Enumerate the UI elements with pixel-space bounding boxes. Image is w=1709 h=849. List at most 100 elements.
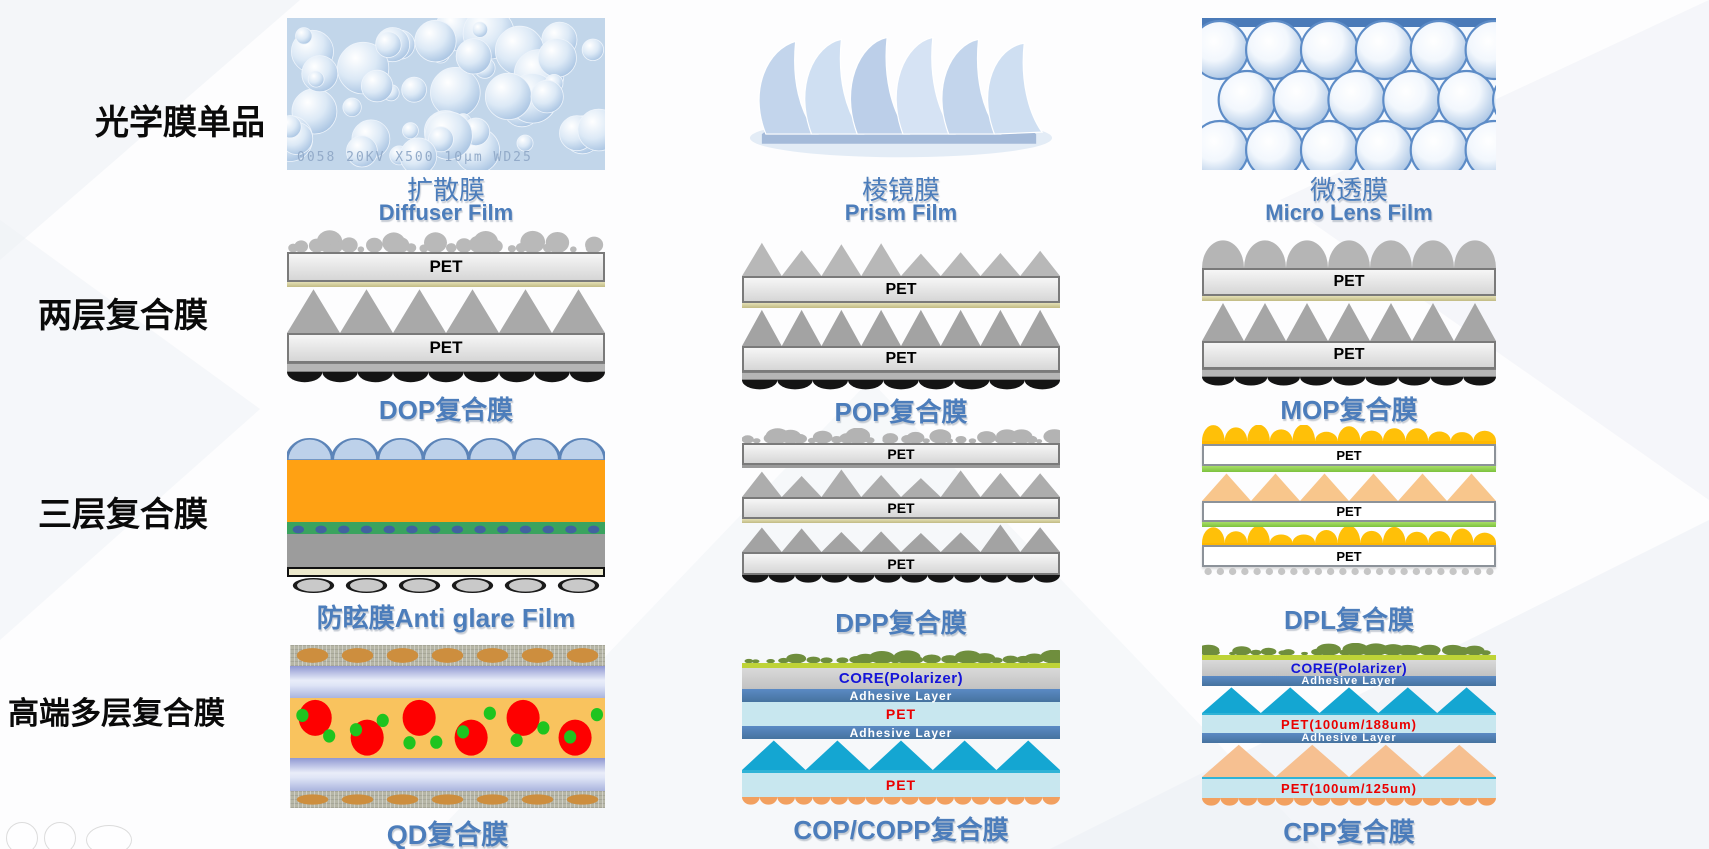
diffuser-beads-layer [288, 230, 604, 252]
prism-ridges-graphic [749, 36, 1053, 158]
row-label-three-layer: 三层复合膜 [38, 496, 208, 534]
anti-blocking-bumps [1202, 377, 1496, 386]
prism-triangles-layer [1202, 744, 1496, 777]
green-adhesive-line [1202, 522, 1496, 527]
prism-triangles-layer [742, 740, 1060, 770]
pet-layer: PET(100um/188um) [1202, 713, 1496, 733]
barrier-dots [296, 648, 599, 663]
sem-spheres-graphic [287, 18, 605, 170]
pet-layer: PET [1202, 501, 1496, 522]
core-polarizer-layer: CORE(Polarizer) [1202, 660, 1496, 676]
pet-layer: PET [742, 552, 1060, 575]
substrate-gray-layer [287, 534, 605, 567]
anti-blocking-bumps [1202, 798, 1496, 806]
prism-triangles-layer [742, 469, 1060, 497]
prism-triangles-layer [742, 309, 1060, 346]
microlens-domes-layer [1202, 240, 1496, 268]
dpl-label: DPL复合膜 [1283, 605, 1414, 635]
prism-cn-caption: 棱镜膜 [861, 176, 940, 206]
pop-film-diagram: PET PET [742, 236, 1060, 391]
prism-triangles-layer [742, 524, 1060, 552]
dpl-film-diagram: PET PET PET [1202, 425, 1496, 576]
coating-strip [1202, 369, 1496, 377]
anti-blocking-bumps [742, 575, 1060, 583]
yellow-base-line [1202, 543, 1496, 545]
presenter-control-icon[interactable] [6, 822, 38, 849]
microlens-image [1202, 18, 1496, 170]
dpp-label: DPP复合膜 [835, 608, 967, 638]
diffuser-sem-image: 0058 20KV X500 10μm WD25 [287, 18, 605, 170]
row-label-single-films: 光学膜单品 [95, 104, 265, 142]
anti-blocking-dots [1204, 567, 1494, 576]
quantum-dots [296, 699, 604, 756]
particle-dots [292, 525, 600, 534]
pet-layer: PET [1202, 545, 1496, 567]
prism-en-caption: Prism Film [844, 200, 958, 225]
presenter-control-icon[interactable] [86, 825, 132, 849]
qd-film-diagram [290, 645, 605, 808]
row-label-multilayer: 高端多层复合膜 [8, 696, 225, 731]
diffuser-beads-layer [742, 428, 1060, 443]
hardcoat-orange-layer [287, 460, 605, 522]
diffuser-cn-caption: 扩散膜 [406, 176, 485, 206]
mop-label: MOP复合膜 [1280, 395, 1418, 425]
microlens-bumps-layer [1202, 425, 1496, 441]
microlens-cn-caption: 微透膜 [1309, 176, 1388, 206]
protective-layer [290, 666, 605, 698]
coating-strip [742, 372, 1060, 380]
adhesive-line [742, 303, 1060, 308]
cop-film-diagram: CORE(Polarizer) Adhesive Layer PET Adhes… [742, 650, 1060, 806]
prism-triangles-layer [1202, 687, 1496, 713]
cpp-film-diagram: CORE(Polarizer) Adhesive Layer PET(100um… [1202, 643, 1496, 807]
diffuser-bumps-layer [1202, 527, 1496, 543]
pet-layer: PET [1202, 444, 1496, 466]
yellow-base-line [1202, 441, 1496, 444]
yellow-green-line [1202, 655, 1496, 660]
pop-label: POP复合膜 [834, 397, 968, 427]
adhesive-layer: Adhesive Layer [742, 726, 1060, 740]
barrier-dots [296, 794, 599, 805]
barrier-film-layer [290, 791, 605, 808]
adhesive-line [287, 282, 605, 287]
prism-triangles-layer [1202, 473, 1496, 501]
cop-label: COP/COPP复合膜 [793, 815, 1009, 845]
pet-layer: PET [287, 252, 605, 282]
prism-triangles-layer [1202, 303, 1496, 341]
row-label-two-layer: 两层复合膜 [38, 297, 208, 335]
barrier-film-layer [290, 645, 605, 666]
dop-film-diagram: PET PET [287, 230, 605, 384]
cpp-label: CPP复合膜 [1283, 817, 1415, 847]
adhesive-line [742, 519, 1060, 523]
adhesive-layer: Adhesive Layer [1202, 675, 1496, 687]
adhesive-layer: Adhesive Layer [742, 689, 1060, 703]
qd-label: QD复合膜 [386, 820, 509, 849]
anti-blocking-bumps [742, 797, 1060, 805]
pet-layer: PET [742, 497, 1060, 519]
microlens-en-caption: Micro Lens Film [1265, 200, 1433, 225]
pet-layer: PET [742, 443, 1060, 465]
mop-film-diagram: PET PET [1202, 238, 1496, 387]
core-polarizer-layer: CORE(Polarizer) [742, 668, 1060, 689]
microlens-graphic [1202, 18, 1496, 170]
pet-layer: PET [742, 276, 1060, 303]
antiglare-film-diagram [287, 437, 605, 594]
coating-strip [287, 363, 605, 372]
yellow-green-line [742, 663, 1060, 668]
pet-layer: PET(100um/125um) [1202, 777, 1496, 798]
anti-blocking-bumps [742, 380, 1060, 390]
quantum-dot-layer [290, 698, 605, 758]
antiglare-domes-layer [287, 438, 605, 460]
antiglare-label: 防眩膜Anti glare Film [316, 603, 576, 633]
green-adhesive-line [1202, 466, 1496, 472]
antiglare-bumps-layer [1202, 643, 1491, 655]
shadow-line [742, 465, 1060, 468]
presenter-control-icon[interactable] [44, 822, 76, 849]
protective-layer [290, 758, 605, 791]
antiglare-bumps-layer [744, 650, 1060, 663]
prism-film-image [742, 20, 1060, 165]
pet-layer: PET [742, 346, 1060, 372]
pet-layer: PET [1202, 341, 1496, 369]
sem-caption: 0058 20KV X500 10μm WD25 [297, 150, 533, 165]
diffuser-en-caption: Diffuser Film [378, 200, 514, 225]
